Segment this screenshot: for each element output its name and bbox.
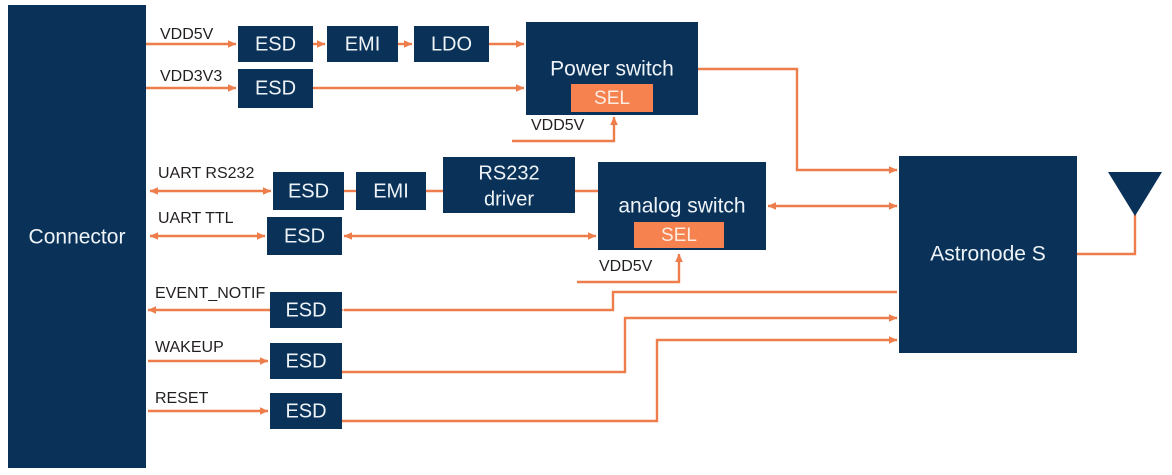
- block-esd-uart-ttl[interactable]: ESD: [267, 217, 342, 255]
- esd-reset-label: ESD: [285, 400, 326, 422]
- analog-switch-sel-rect[interactable]: [634, 222, 724, 248]
- ldo-rect: [414, 26, 489, 62]
- signal-label-wakeup: WAKEUP: [155, 339, 224, 356]
- block-ldo[interactable]: LDO: [414, 26, 489, 62]
- signal-label-event-notif: EVENT_NOTIF: [155, 285, 265, 302]
- wire-astronode-antenna-feed: [1077, 214, 1137, 256]
- signal-label-layer: VDD5V VDD3V3 UART RS232 UART TTL EVENT_N…: [155, 26, 653, 407]
- signal-label-vdd5v-power-sel: VDD5V: [531, 117, 585, 134]
- block-emi-uart-rs232[interactable]: EMI: [356, 172, 426, 210]
- esd-vdd3v3-label: ESD: [255, 77, 296, 99]
- esd-vdd5v-rect: [238, 26, 313, 62]
- rs232-driver-label-line2: driver: [484, 188, 534, 210]
- block-astronode-s[interactable]: Astronode S: [899, 156, 1077, 353]
- signal-label-uart-ttl: UART TTL: [158, 210, 234, 227]
- wire-vdd5v-sel-analog-switch: [577, 253, 683, 284]
- astronode-rect: [899, 156, 1077, 353]
- analog-switch-sel-label: SEL: [661, 225, 697, 246]
- emi-vdd5v-rect: [327, 26, 398, 62]
- signal-label-uart-rs232: UART RS232: [158, 165, 254, 182]
- block-rs232-driver[interactable]: RS232 driver: [443, 157, 575, 213]
- power-switch-sel-rect[interactable]: [571, 84, 653, 112]
- ldo-label: LDO: [431, 33, 472, 55]
- signal-label-vdd5v: VDD5V: [160, 26, 214, 43]
- wire-power-switch-to-astronode: [698, 67, 898, 174]
- block-emi-vdd5v[interactable]: EMI: [327, 26, 398, 62]
- wire-reset-esd-astronode: [342, 336, 898, 423]
- block-esd-wakeup[interactable]: ESD: [270, 343, 342, 379]
- block-esd-vdd3v3[interactable]: ESD: [238, 69, 313, 108]
- block-esd-vdd5v[interactable]: ESD: [238, 26, 313, 62]
- esd-event-notif-overlay-rect: [270, 292, 342, 328]
- astronode-label: Astronode S: [930, 243, 1046, 266]
- esd-event-notif-overlay-label: ESD: [285, 299, 326, 321]
- signal-label-vdd3v3: VDD3V3: [160, 68, 222, 85]
- block-power-switch[interactable]: Power switch SEL: [526, 22, 698, 115]
- connector-label: Connector: [29, 226, 126, 249]
- wire-layer: [146, 40, 1137, 423]
- emi-vdd5v-label: EMI: [345, 33, 381, 55]
- power-switch-sel-label: SEL: [594, 88, 630, 109]
- esd-uart-ttl-label: ESD: [284, 225, 325, 247]
- antenna-icon: [1108, 172, 1162, 216]
- esd-vdd5v-label: ESD: [255, 33, 296, 55]
- esd-wakeup-label: ESD: [285, 350, 326, 372]
- block-connector[interactable]: Connector: [8, 5, 146, 468]
- wire-event-notif-esd-astronode: [335, 290, 897, 314]
- signal-label-vdd5v-analog-sel: VDD5V: [599, 258, 653, 275]
- rs232-driver-rect: [443, 157, 575, 213]
- esd-uart-ttl-rect: [267, 217, 342, 255]
- block-analog-switch[interactable]: analog switch SEL: [598, 162, 766, 250]
- block-esd-uart-rs232[interactable]: ESD: [273, 172, 344, 210]
- emi-rs232-rect: [356, 172, 426, 210]
- block-esd-event-notif-overlay[interactable]: ESD: [270, 292, 342, 328]
- emi-rs232-label: EMI: [373, 180, 409, 202]
- block-esd-reset[interactable]: ESD: [270, 393, 342, 429]
- antenna-triangle: [1108, 172, 1162, 216]
- esd-reset-rect: [270, 393, 342, 429]
- analog-switch-label: analog switch: [618, 195, 745, 218]
- wire-wakeup-esd-astronode: [342, 314, 898, 374]
- connector-rect: [8, 5, 146, 468]
- power-switch-label: Power switch: [550, 58, 674, 81]
- esd-rs232-rect: [273, 172, 344, 210]
- esd-rs232-label: ESD: [288, 180, 329, 202]
- esd-wakeup-rect: [270, 343, 342, 379]
- signal-label-reset: RESET: [155, 390, 209, 407]
- rs232-driver-label-line1: RS232: [478, 162, 539, 184]
- wire-vdd5v-sel-power-switch: [512, 116, 618, 143]
- esd-vdd3v3-rect: [238, 69, 313, 108]
